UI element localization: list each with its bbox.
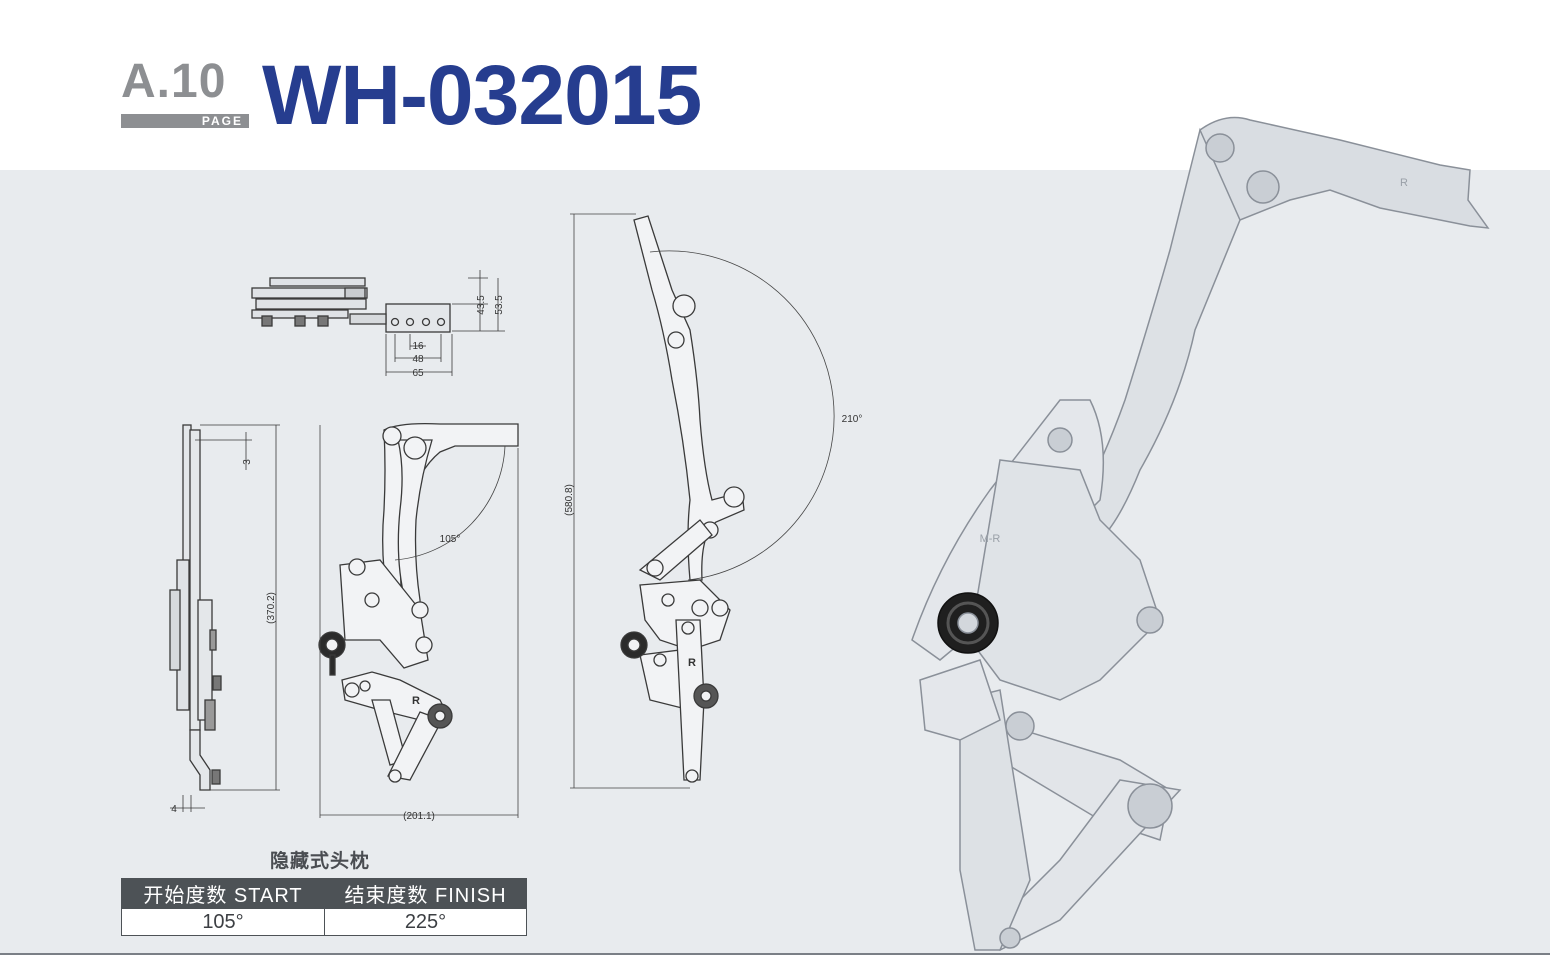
part-mark-r-photo: R: [1400, 177, 1408, 189]
page-word: PAGE: [201, 114, 243, 128]
part-mark-r-start: R: [412, 695, 420, 707]
page-number: A.10: [121, 55, 227, 108]
dim-580-8: (580.8): [564, 484, 575, 516]
side-view-drawing: [169, 424, 280, 812]
angle-spec-table: 开始度数 START 结束度数 FINISH 105° 225°: [121, 878, 527, 936]
header-start: 开始度数 START: [121, 878, 325, 909]
bottom-divider: [0, 953, 1550, 955]
dim-3: 3: [242, 459, 253, 465]
table-header-row: 开始度数 START 结束度数 FINISH: [121, 878, 527, 909]
header-finish: 结束度数 FINISH: [324, 878, 527, 909]
dim-16: 16: [412, 341, 424, 352]
dim-48: 48: [412, 354, 424, 365]
part-mark-r-finish: R: [688, 657, 696, 669]
table-caption: 隐藏式头枕: [269, 851, 370, 872]
dim-43-5: 43.5: [476, 295, 487, 315]
page-badge: A.10 PAGE: [121, 55, 251, 130]
dim-370-2: (370.2): [266, 592, 277, 624]
dim-53-5: 53.5: [494, 295, 505, 315]
table-row: 105° 225°: [121, 908, 527, 936]
model-title: WH-032015: [262, 48, 702, 142]
product-photo: [911, 116, 1490, 952]
dim-201-1: (201.1): [403, 811, 435, 822]
angle-210: 210°: [842, 414, 863, 425]
dim-4: 4: [171, 804, 177, 815]
value-start: 105°: [121, 908, 325, 936]
top-view-drawing: [251, 270, 505, 376]
start-view-drawing: [318, 422, 519, 783]
finish-view-drawing: [620, 215, 745, 783]
value-finish: 225°: [324, 908, 527, 936]
page-bar: PAGE: [121, 114, 249, 128]
part-mark-mr-photo: M-R: [980, 533, 1001, 545]
dim-65: 65: [412, 368, 424, 379]
angle-105: 105°: [440, 534, 461, 545]
